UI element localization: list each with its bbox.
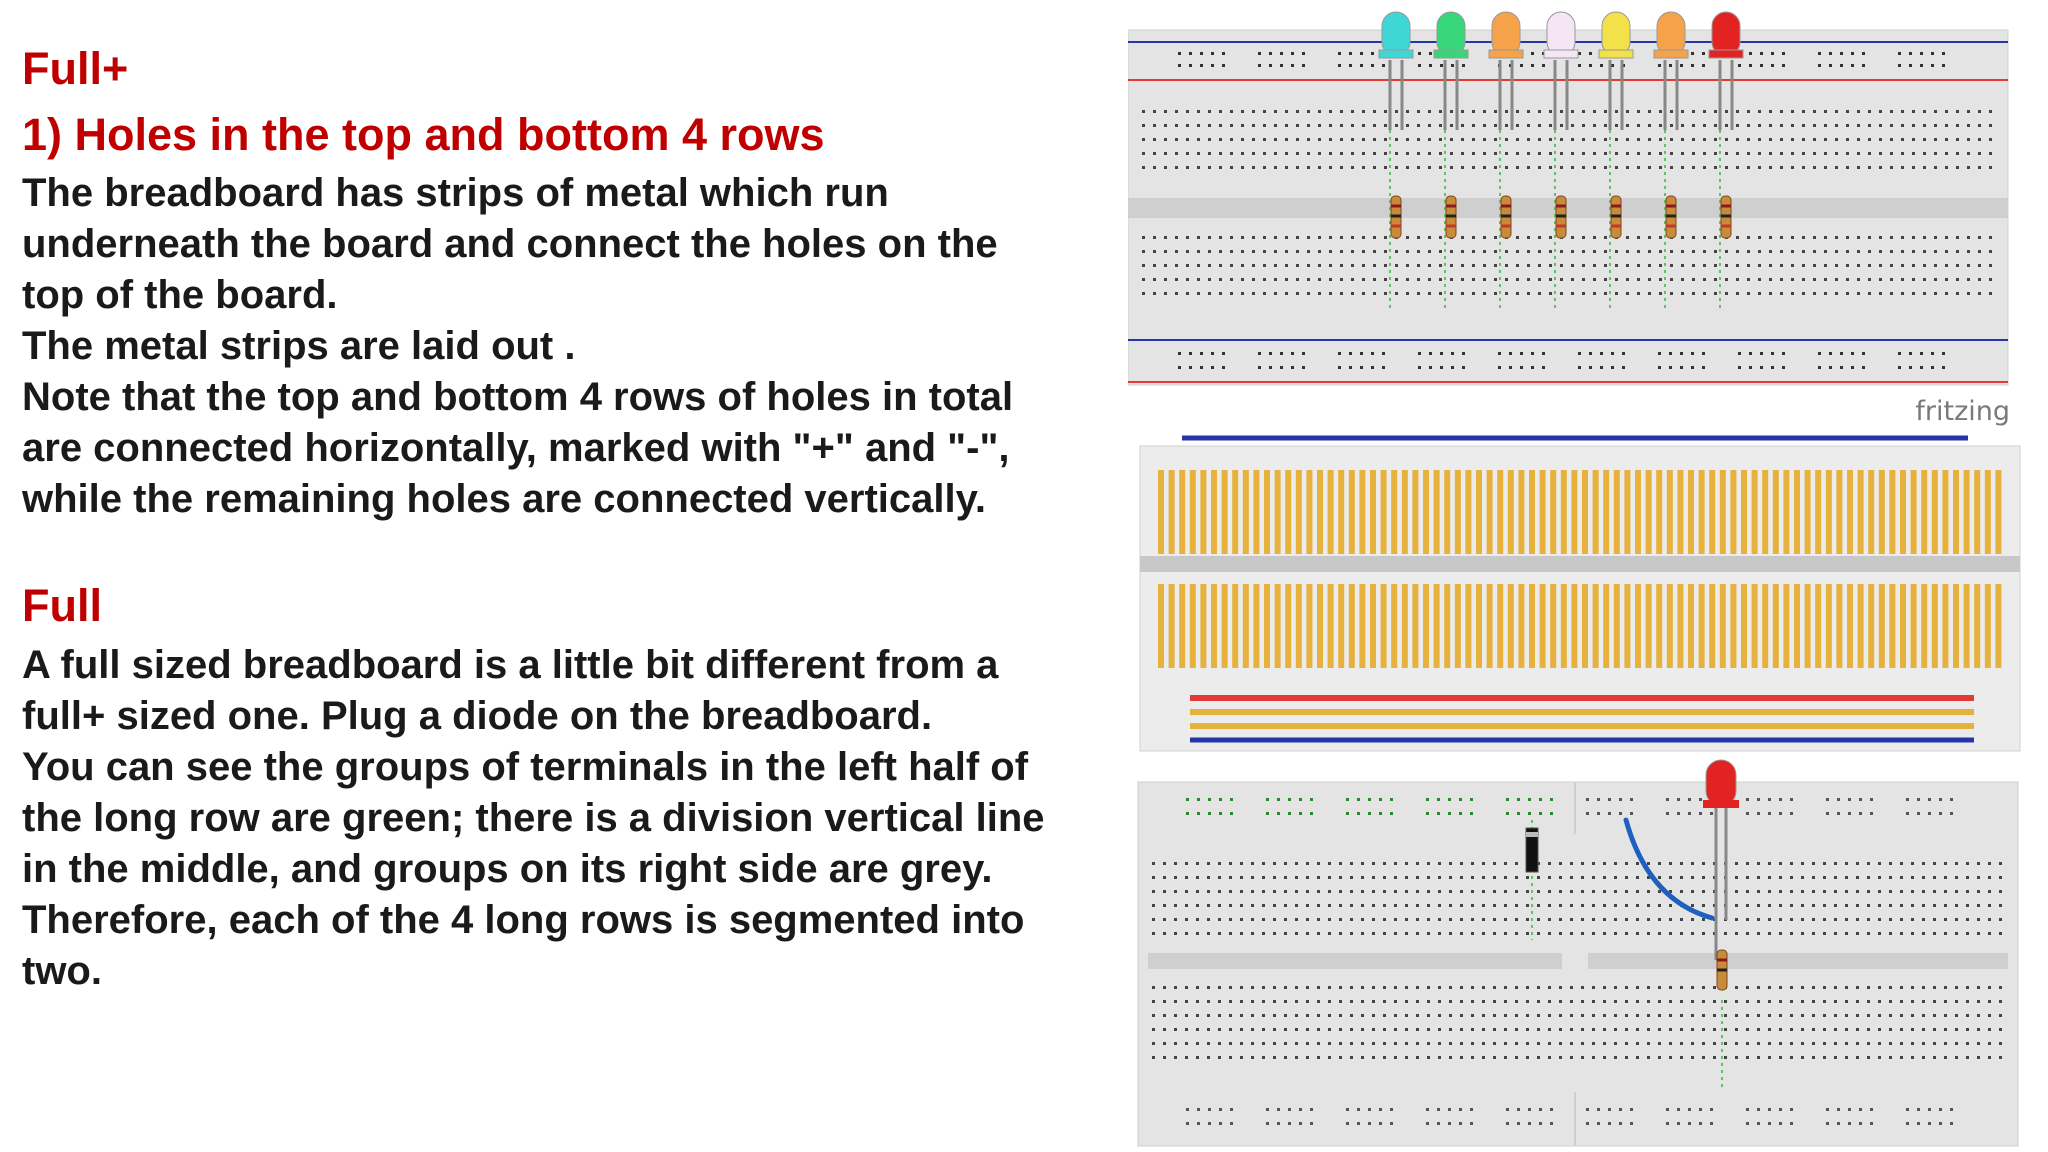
led-base: [1488, 49, 1524, 59]
full-plus-line-7: while the remaining holes are connected …: [22, 477, 987, 521]
led-base: [1543, 49, 1579, 59]
led-icon: [1656, 11, 1686, 57]
diode-band: [1526, 832, 1538, 837]
full-breadboard: [1137, 759, 2019, 1147]
full-center-channel-left: [1148, 953, 1562, 969]
fritzing-watermark: fritzing: [1915, 396, 2010, 427]
full-plus-section: Full+ 1) Holes in the top and bottom 4 r…: [22, 36, 1122, 525]
full-section: Full A full sized breadboard is a little…: [22, 572, 1122, 997]
full-line-2: full+ sized one. Plug a diode on the bre…: [22, 694, 933, 738]
full-plus-line-2: underneath the board and connect the hol…: [22, 222, 998, 266]
full-plus-title: Full+: [22, 43, 129, 94]
led-base: [1703, 800, 1739, 808]
breadboard-illustrations: fritzing: [1128, 11, 2021, 1147]
full-plus-line-6: are connected horizontally, marked with …: [22, 426, 1010, 470]
led-icon: [1436, 11, 1466, 57]
strip-center-gap: [1140, 556, 2020, 572]
full-line-1: A full sized breadboard is a little bit …: [22, 643, 999, 687]
led-base: [1378, 49, 1414, 59]
led-base: [1653, 49, 1689, 59]
led-icon: [1601, 11, 1631, 57]
led-base: [1598, 49, 1634, 59]
full-plus-leds-resistors: [1378, 11, 1744, 310]
diode-icon: [1525, 827, 1539, 873]
metal-strip-diagram: [1139, 435, 2021, 752]
full-diode-led-wire: [1525, 759, 1739, 1090]
led-icon: [1711, 11, 1741, 57]
led-base: [1708, 49, 1744, 59]
led-icon: [1705, 759, 1737, 807]
full-plus-line-4: The metal strips are laid out .: [22, 324, 576, 368]
full-title: Full: [22, 580, 102, 631]
led-icon: [1491, 11, 1521, 57]
led-icon: [1546, 11, 1576, 57]
breadboard-figures: fritzing: [1128, 0, 2048, 1152]
full-plus-line-1: The breadboard has strips of metal which…: [22, 171, 889, 215]
full-plus-subtitle: 1) Holes in the top and bottom 4 rows: [22, 109, 825, 160]
full-line-5: in the middle, and groups on its right s…: [22, 847, 993, 891]
full-plus-center-channel: [1128, 198, 2008, 218]
full-plus-line-3: top of the board.: [22, 273, 338, 317]
led-base: [1433, 49, 1469, 59]
full-line-3: You can see the groups of terminals in t…: [22, 745, 1029, 789]
full-center-channel-right: [1588, 953, 2008, 969]
strip-diagram-body: [1139, 445, 2021, 752]
jumper-wire: [1623, 817, 1715, 921]
full-plus-breadboard: [1128, 11, 2009, 386]
led-icon: [1381, 11, 1411, 57]
full-plus-line-5: Note that the top and bottom 4 rows of h…: [22, 375, 1014, 419]
full-line-4: the long row are green; there is a divis…: [22, 796, 1045, 840]
full-line-7: two.: [22, 949, 102, 993]
full-line-6: Therefore, each of the 4 long rows is se…: [22, 898, 1025, 942]
